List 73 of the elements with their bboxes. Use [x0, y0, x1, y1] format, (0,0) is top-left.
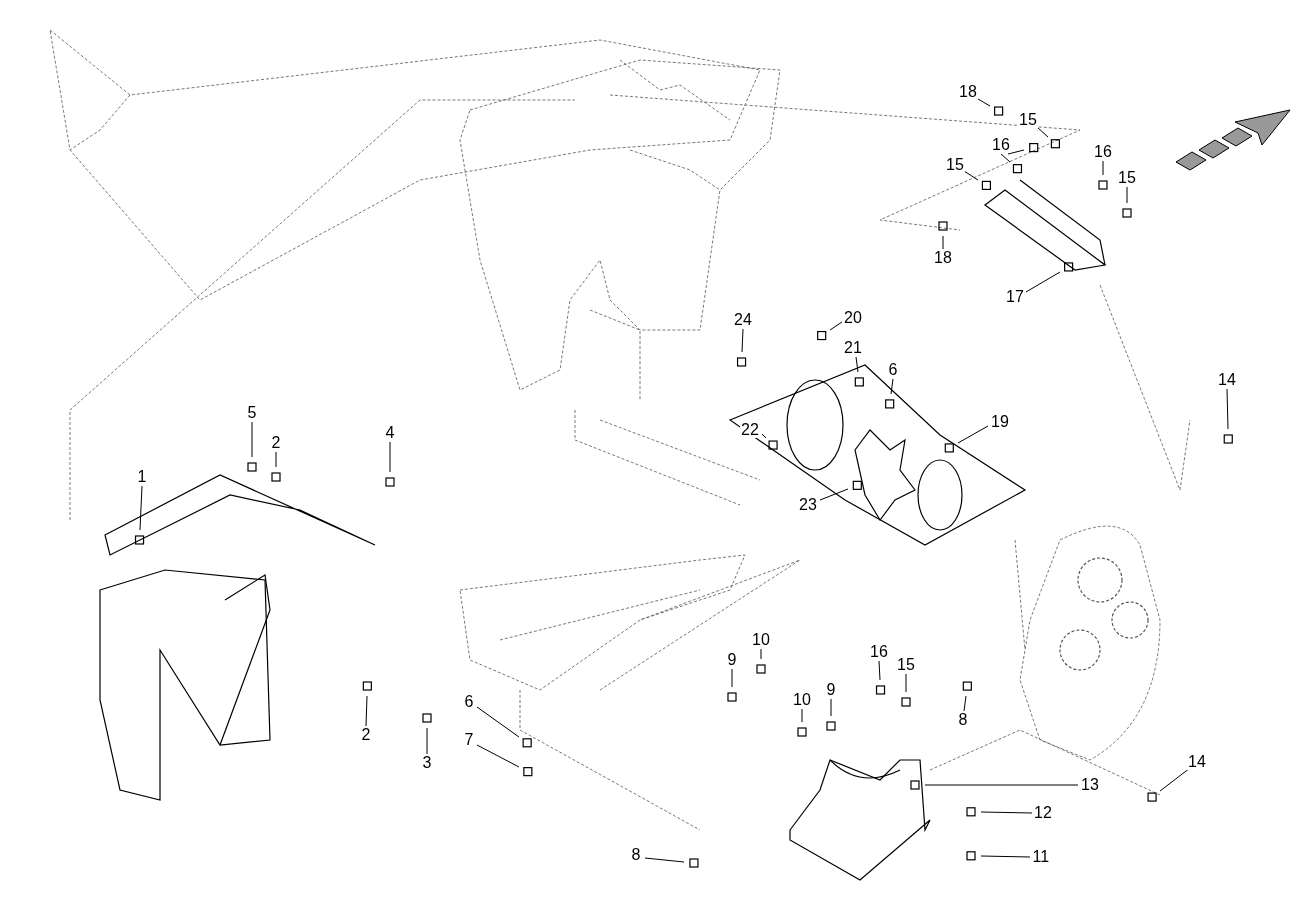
callout-number: 2: [360, 727, 372, 743]
callout-number: 4: [384, 425, 396, 441]
callout-number: 12: [1033, 805, 1053, 821]
leader-line: [829, 321, 843, 331]
leader-line: [139, 485, 143, 531]
leader-line: [819, 488, 849, 501]
callout-number: 14: [1187, 754, 1207, 770]
callout-number: 16: [869, 644, 889, 660]
callout-number: 10: [792, 692, 812, 708]
leader-line: [251, 421, 253, 458]
leader-line: [731, 668, 733, 688]
leader-line: [741, 328, 744, 353]
callout-number: 2: [270, 435, 282, 451]
callout-number: 16: [991, 137, 1011, 153]
leader-line: [942, 235, 944, 250]
leader-line: [1025, 271, 1061, 293]
leader-line: [760, 648, 762, 660]
callout-number: 6: [887, 362, 899, 378]
leader-line: [426, 727, 428, 755]
leader-line: [924, 784, 1079, 786]
callout-number: 18: [933, 250, 953, 266]
callout-number: 15: [896, 657, 916, 673]
leader-line: [389, 441, 391, 473]
leader-line: [476, 706, 520, 738]
leader-line: [1102, 160, 1104, 176]
callout-number: 21: [843, 340, 863, 356]
leader-line: [275, 451, 277, 468]
callout-number: 23: [798, 497, 818, 513]
leader-line: [963, 695, 967, 712]
leader-line: [1000, 153, 1011, 163]
callout-number: 5: [246, 405, 258, 421]
leader-line: [1007, 149, 1025, 155]
leader-line: [801, 708, 803, 723]
callout-number: 16: [1093, 144, 1113, 160]
callout-number: 13: [1080, 777, 1100, 793]
callout-number: 6: [463, 694, 475, 710]
leader-line: [476, 744, 520, 768]
leader-line: [980, 855, 1031, 858]
leader-line: [878, 660, 881, 681]
leader-line: [977, 98, 991, 107]
leader-line: [980, 811, 1033, 814]
callout-number: 8: [630, 847, 642, 863]
callout-number: 17: [1005, 289, 1025, 305]
callout-number: 7: [463, 732, 475, 748]
leader-line: [905, 673, 907, 693]
callout-number: 22: [740, 422, 760, 438]
leader-line: [1126, 186, 1128, 204]
leader-line: [1159, 767, 1191, 792]
leader-line: [1226, 388, 1229, 430]
callout-number: 24: [733, 312, 753, 328]
callout-number: 14: [1217, 372, 1237, 388]
leader-line: [957, 425, 989, 444]
callout-number: 15: [1018, 112, 1038, 128]
callout-number: 18: [958, 84, 978, 100]
callout-number: 11: [1031, 849, 1051, 865]
callout-number: 10: [751, 632, 771, 648]
callout-number: 20: [843, 310, 863, 326]
callout-number: 3: [421, 755, 433, 771]
callout-number: 9: [825, 682, 837, 698]
callout-number: 19: [990, 414, 1010, 430]
callout-number: 8: [957, 712, 969, 728]
leader-line: [963, 170, 979, 181]
leader-line: [365, 695, 368, 727]
callout-number: 15: [1117, 170, 1137, 186]
leader-line: [830, 698, 832, 717]
leader-line: [890, 378, 894, 395]
callout-number: 15: [945, 157, 965, 173]
leader-line: [761, 433, 767, 439]
leader-line: [1036, 126, 1049, 138]
callout-number: 9: [726, 652, 738, 668]
leader-line: [644, 857, 685, 863]
callout-number: 1: [136, 469, 148, 485]
leader-line: [855, 356, 859, 373]
